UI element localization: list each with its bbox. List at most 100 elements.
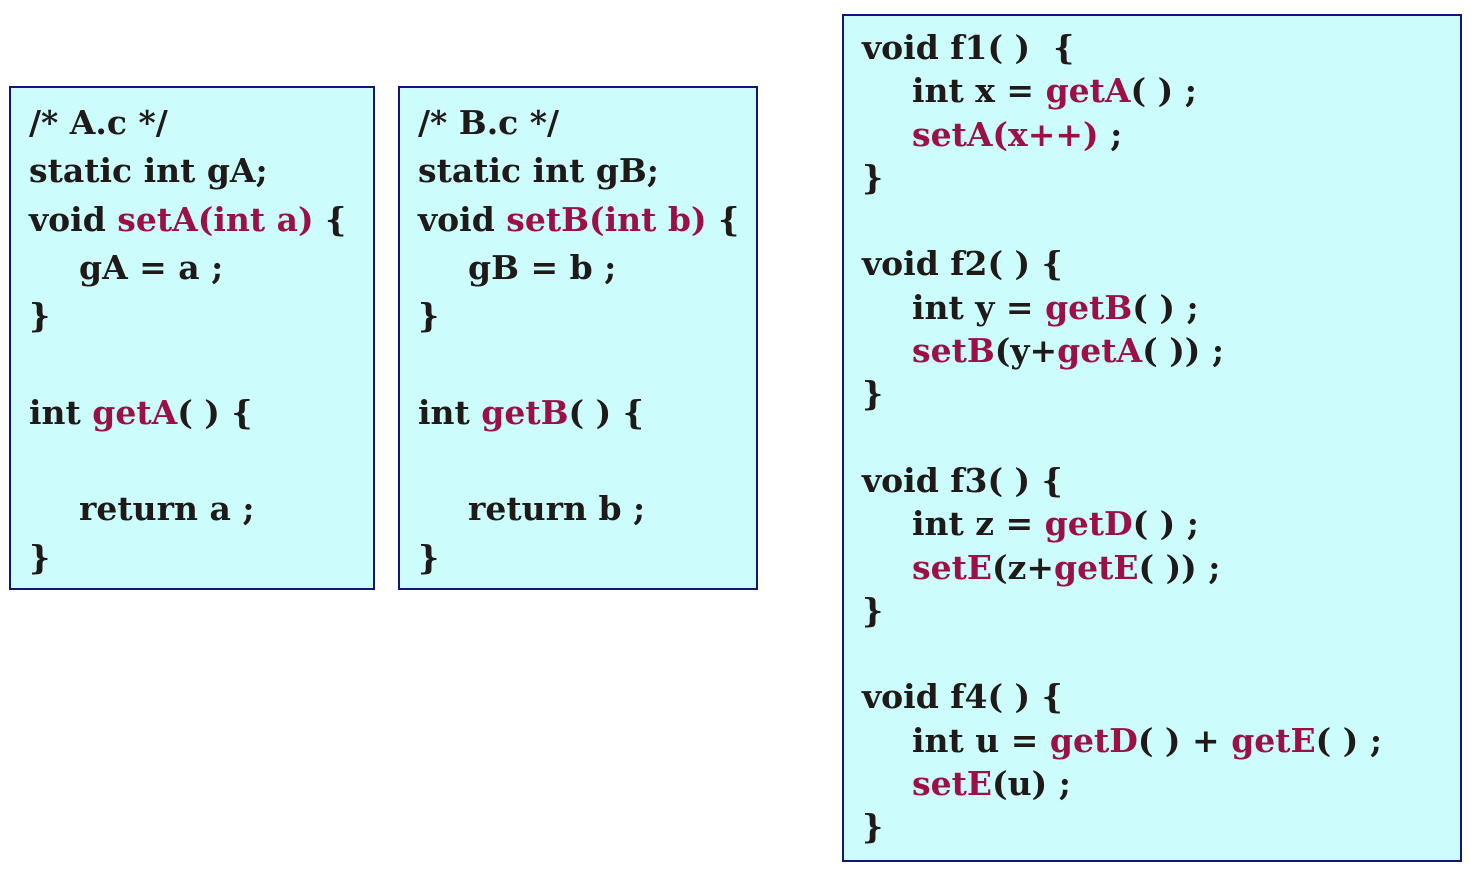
blank-line bbox=[862, 199, 1460, 242]
keyword: void bbox=[29, 199, 118, 239]
getter-name: getA bbox=[92, 392, 178, 432]
getter-suffix: ( ) { bbox=[568, 392, 644, 432]
function-header: void f2( ) { bbox=[862, 244, 1063, 284]
code-box-functions: void f1( ) { int x = getA( ) ; setA(x++)… bbox=[842, 14, 1462, 862]
code-line: } bbox=[418, 534, 756, 582]
code-text: ( )) ; bbox=[1142, 331, 1225, 371]
setter-signature: setA(int a) bbox=[117, 199, 314, 239]
blank-line bbox=[418, 340, 756, 388]
code-line: int y = getB( ) ; bbox=[862, 286, 1460, 329]
code-line: gB = b ; bbox=[418, 244, 756, 292]
code-text: (y+ bbox=[994, 331, 1058, 371]
code-line: void setB(int b) { bbox=[418, 196, 756, 244]
code-line: /* A.c */ bbox=[29, 99, 373, 147]
return-statement: return a ; bbox=[79, 489, 255, 529]
assignment: gA = a ; bbox=[79, 247, 224, 287]
blank-line bbox=[29, 437, 373, 485]
code-line: setB(y+getA( )) ; bbox=[862, 329, 1460, 372]
code-text: ; bbox=[1098, 114, 1123, 154]
brace: } bbox=[862, 157, 884, 197]
brace: { bbox=[313, 199, 347, 239]
code-text: int z = bbox=[912, 504, 1045, 544]
code-line: } bbox=[862, 805, 1460, 848]
code-text: ( ) ; bbox=[1130, 71, 1197, 111]
function-call: getB bbox=[1045, 287, 1133, 327]
code-line: } bbox=[418, 292, 756, 340]
return-statement: return b ; bbox=[468, 489, 646, 529]
function-call: getD bbox=[1044, 504, 1133, 544]
function-header: void f4( ) { bbox=[862, 677, 1063, 717]
code-line: void f2( ) { bbox=[862, 242, 1460, 285]
code-line: void setA(int a) { bbox=[29, 196, 373, 244]
brace: } bbox=[418, 537, 440, 577]
code-line: } bbox=[862, 589, 1460, 632]
code-box-b-c: /* B.c */ static int gB; void setB(int b… bbox=[398, 86, 758, 590]
file-comment: /* B.c */ bbox=[418, 103, 560, 142]
code-text: int y = bbox=[912, 287, 1046, 327]
code-text: ( ) ; bbox=[1315, 720, 1383, 760]
brace: } bbox=[862, 807, 884, 847]
code-line: int getB( ) { bbox=[418, 389, 756, 437]
code-line: setE(z+getE( )) ; bbox=[862, 546, 1460, 589]
blank-line bbox=[862, 416, 1460, 459]
brace: } bbox=[29, 537, 51, 577]
file-comment: /* A.c */ bbox=[29, 103, 168, 142]
code-text: (z+ bbox=[991, 547, 1054, 587]
code-line: setE(u) ; bbox=[862, 762, 1460, 805]
code-line: } bbox=[29, 292, 373, 340]
function-call: getA bbox=[1057, 331, 1143, 371]
function-header: void f3( ) { bbox=[862, 460, 1063, 500]
code-text: (u) ; bbox=[991, 764, 1071, 804]
code-line: int getA( ) { bbox=[29, 389, 373, 437]
getter-suffix: ( ) { bbox=[177, 392, 253, 432]
brace: } bbox=[862, 374, 884, 414]
function-call: setE bbox=[912, 547, 992, 587]
code-line: gA = a ; bbox=[29, 244, 373, 292]
blank-line bbox=[29, 340, 373, 388]
code-line: static int gB; bbox=[418, 147, 756, 195]
function-call: getD bbox=[1049, 720, 1138, 760]
code-line: setA(x++) ; bbox=[862, 113, 1460, 156]
code-text: int u = bbox=[912, 720, 1050, 760]
function-call: getE bbox=[1054, 547, 1139, 587]
code-line: int u = getD( ) + getE( ) ; bbox=[862, 719, 1460, 762]
code-line: /* B.c */ bbox=[418, 99, 756, 147]
code-box-a-c: /* A.c */ static int gA; void setA(int a… bbox=[9, 86, 375, 590]
function-call: getA bbox=[1045, 71, 1131, 111]
code-line: int x = getA( ) ; bbox=[862, 69, 1460, 112]
brace: { bbox=[706, 199, 740, 239]
code-line: static int gA; bbox=[29, 147, 373, 195]
keyword: void bbox=[418, 199, 507, 239]
code-line: void f3( ) { bbox=[862, 459, 1460, 502]
code-text: int x = bbox=[912, 71, 1046, 111]
brace: } bbox=[862, 590, 884, 630]
code-line: } bbox=[29, 534, 373, 582]
code-line: void f4( ) { bbox=[862, 675, 1460, 718]
code-text: ( )) ; bbox=[1138, 547, 1221, 587]
blank-line bbox=[418, 437, 756, 485]
brace: } bbox=[29, 296, 51, 336]
code-text: ( ) ; bbox=[1132, 504, 1199, 544]
code-line: return a ; bbox=[29, 485, 373, 533]
keyword: int bbox=[418, 392, 482, 432]
code-line: } bbox=[862, 156, 1460, 199]
setter-signature: setB(int b) bbox=[506, 199, 707, 239]
code-line: return b ; bbox=[418, 485, 756, 533]
keyword: int bbox=[29, 392, 93, 432]
function-header: void f1( ) { bbox=[862, 28, 1075, 67]
code-line: } bbox=[862, 372, 1460, 415]
static-declaration: static int gB; bbox=[418, 151, 659, 191]
assignment: gB = b ; bbox=[468, 247, 617, 287]
static-declaration: static int gA; bbox=[29, 151, 268, 191]
blank-line bbox=[862, 632, 1460, 675]
code-line: void f1( ) { bbox=[862, 26, 1460, 69]
code-line: int z = getD( ) ; bbox=[862, 502, 1460, 545]
function-call: setB bbox=[912, 331, 995, 371]
function-call: setA(x++) bbox=[912, 114, 1099, 154]
brace: } bbox=[418, 296, 440, 336]
getter-name: getB bbox=[481, 392, 569, 432]
code-text: ( ) + bbox=[1137, 720, 1232, 760]
code-text: ( ) ; bbox=[1132, 287, 1199, 327]
function-call: setE bbox=[912, 764, 992, 804]
function-call: getE bbox=[1231, 720, 1316, 760]
